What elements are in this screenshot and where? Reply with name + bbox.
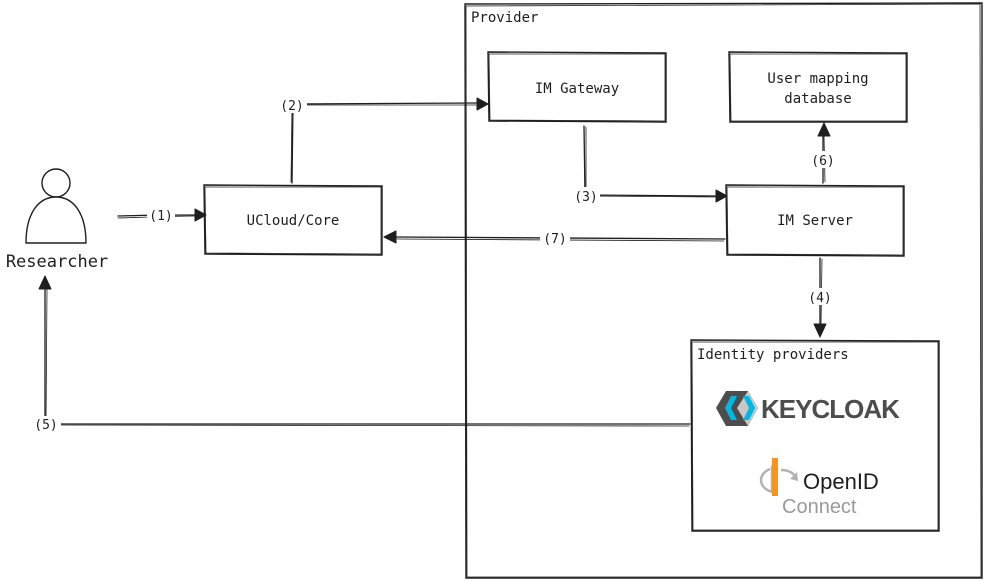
user-mapping-db-label-line1: User mapping xyxy=(767,71,868,87)
im-gateway-label: IM Gateway xyxy=(535,81,619,97)
edge-1-researcher-to-ucloud: (1) xyxy=(117,206,207,224)
step-6-label: (6) xyxy=(811,154,834,169)
step-3-label: (3) xyxy=(574,190,597,205)
step-5-label: (5) xyxy=(34,418,57,433)
im-server-node: IM Server xyxy=(725,184,905,257)
im-gateway-node: IM Gateway xyxy=(487,51,667,123)
step-7-label: (7) xyxy=(543,232,566,247)
step-2-label: (2) xyxy=(280,99,303,114)
researcher-actor: Researcher xyxy=(6,168,108,272)
openid-wordmark: OpenID xyxy=(803,469,879,494)
identity-providers-container: Identity providers xyxy=(690,339,940,532)
user-mapping-db-label-line2: database xyxy=(784,91,851,107)
step-4-label: (4) xyxy=(808,291,831,306)
keycloak-logo: KEYCLOAK xyxy=(716,391,901,426)
im-server-label: IM Server xyxy=(777,213,853,229)
step-1-label: (1) xyxy=(149,209,172,224)
ucloud-core-node: UCloud/Core xyxy=(203,184,383,256)
keycloak-wordmark: KEYCLOAK xyxy=(761,394,900,424)
openid-icon xyxy=(759,458,798,496)
edge-7-imserver-to-ucloud: (7) xyxy=(383,230,726,247)
researcher-label: Researcher xyxy=(6,252,108,272)
person-icon xyxy=(25,168,87,244)
edge-2-ucloud-to-gateway: (2) xyxy=(277,96,489,184)
edge-6-imserver-to-db: (6) xyxy=(808,122,838,184)
openid-connect-logo: OpenID Connect xyxy=(759,458,879,518)
connect-wordmark: Connect xyxy=(782,496,857,518)
edge-5-idp-to-researcher: (5) xyxy=(31,275,691,433)
keycloak-icon xyxy=(716,391,758,426)
user-mapping-db-node: User mapping database xyxy=(728,51,908,123)
edge-4-imserver-to-idp: (4) xyxy=(805,257,835,338)
edge-3-gateway-to-imserver: (3) xyxy=(571,125,728,205)
provider-title: Provider xyxy=(471,10,538,26)
ucloud-core-label: UCloud/Core xyxy=(247,213,340,229)
identity-providers-title: Identity providers xyxy=(697,347,849,363)
